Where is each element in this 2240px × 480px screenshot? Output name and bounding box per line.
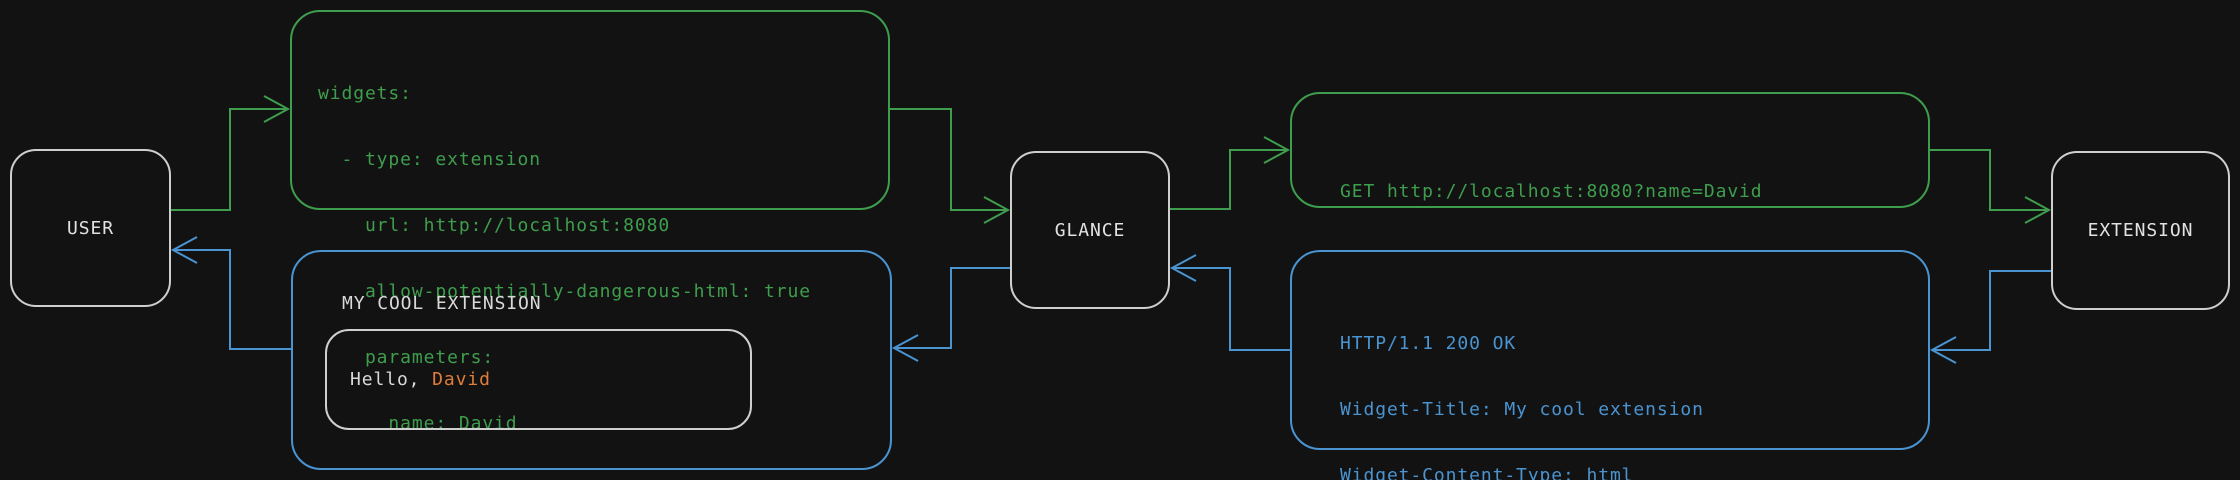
- arrow-glance-to-widget: [891, 267, 1010, 362]
- arrow-config-to-glance: [890, 108, 1011, 224]
- glance-node-label: GLANCE: [1054, 219, 1126, 241]
- code-line: url: http://localhost:8080: [318, 215, 671, 236]
- yaml-config-box: widgets: - type: extension url: http://l…: [290, 10, 890, 434]
- code-line: HTTP/1.1 200 OK: [1340, 333, 1517, 354]
- code-line: GET http://localhost:8080?name=David: [1340, 181, 1763, 202]
- code-line: Widget-Title: My cool extension: [1340, 399, 1704, 420]
- user-node: USER: [10, 149, 171, 307]
- widget-title: MY COOL EXTENSION: [342, 293, 542, 314]
- arrow-glance-to-request: [1170, 136, 1291, 210]
- glance-node: GLANCE: [1010, 151, 1170, 309]
- arrow-widget-to-user: [170, 236, 291, 350]
- code-line: widgets:: [318, 83, 412, 104]
- http-response-box: HTTP/1.1 200 OK Widget-Title: My cool ex…: [1290, 250, 1930, 480]
- code-line: allow-potentially-dangerous-html: true: [318, 281, 811, 302]
- greeting-box: Hello, David: [325, 329, 752, 430]
- arrow-user-to-config: [171, 95, 291, 211]
- greeting-prefix: Hello,: [350, 369, 433, 390]
- arrow-extension-to-response: [1929, 270, 2051, 364]
- extension-node-label: EXTENSION: [2087, 220, 2194, 241]
- http-request-box: GET http://localhost:8080?name=David: [1290, 92, 1930, 208]
- arrow-request-to-extension: [1930, 149, 2052, 224]
- code-line: Widget-Content-Type: html: [1340, 465, 1634, 480]
- widget-preview-box: MY COOL EXTENSION Hello, David: [291, 250, 892, 470]
- extension-node: EXTENSION: [2051, 151, 2230, 310]
- code-line: - type: extension: [318, 149, 542, 170]
- greeting-name: David: [432, 369, 491, 390]
- code-line: parameters:: [318, 347, 495, 368]
- arrow-response-to-glance: [1169, 254, 1290, 351]
- user-node-label: USER: [67, 217, 114, 239]
